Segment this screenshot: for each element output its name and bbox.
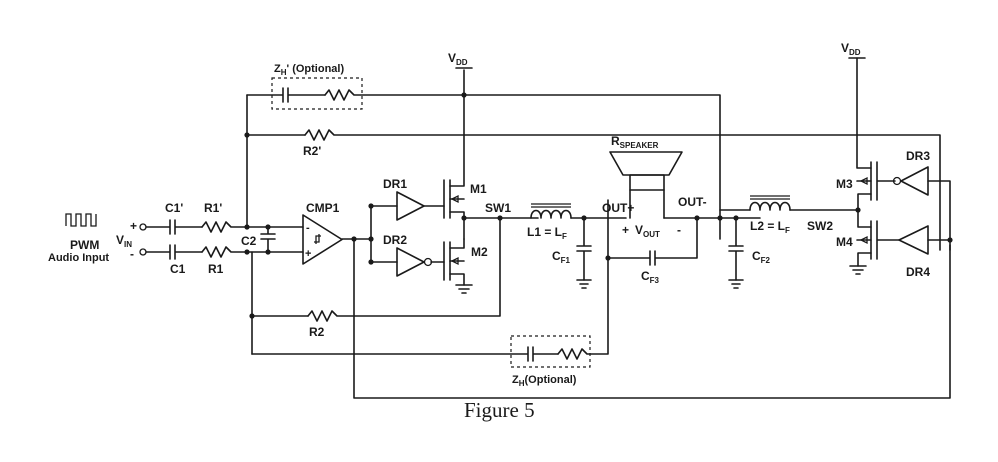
vdd-left-label: VDD — [448, 51, 468, 67]
cf1-label: CF1 — [552, 249, 571, 265]
r1p-label: R1' — [204, 201, 222, 215]
sw1-label: SW1 — [485, 201, 511, 215]
zh-optional-box — [510, 335, 591, 368]
cf3-label: CF3 — [641, 269, 660, 285]
m2-label: M2 — [471, 245, 488, 259]
c2-label: C2 — [241, 234, 257, 248]
resistor-r1p — [201, 221, 248, 233]
input-plus-sign: + — [130, 219, 137, 233]
c1-label: C1 — [170, 262, 186, 276]
dr4-label: DR4 — [906, 265, 930, 279]
inductor-l2 — [749, 201, 791, 211]
r2p-label: R2' — [303, 144, 321, 158]
vin-minus-terminal — [139, 248, 147, 256]
dr2-label: DR2 — [383, 233, 407, 247]
svg-text:-: - — [306, 222, 310, 234]
m4-label: M4 — [836, 235, 853, 249]
mosfet-m1 — [443, 69, 465, 240]
zh-label: ZH(Optional) — [512, 374, 577, 388]
pwm-label: PWM — [70, 238, 99, 252]
l1-label: L1 = LF — [527, 225, 567, 241]
sw2-label: SW2 — [807, 219, 833, 233]
zh-prime-optional-box — [271, 77, 363, 110]
svg-text:+: + — [305, 248, 311, 260]
out-plus-label: OUT+ — [602, 201, 634, 215]
vout-label: VOUT — [635, 223, 660, 239]
mosfet-m3 — [856, 57, 896, 211]
speaker-icon — [609, 151, 683, 219]
vdd-right-label: VDD — [841, 41, 861, 57]
vout-plus-sign: + — [622, 223, 629, 237]
c1p-label: C1' — [165, 201, 183, 215]
audio-input-label: Audio Input — [48, 252, 109, 264]
cf2-label: CF2 — [752, 249, 771, 265]
input-minus-sign: - — [130, 247, 134, 261]
m1-label: M1 — [470, 182, 487, 196]
pwm-waveform-icon — [65, 213, 97, 227]
comparator-cmp1 — [302, 214, 343, 265]
mosfet-m2 — [443, 238, 465, 286]
r1-label: R1 — [208, 262, 224, 276]
zh-prime-label: ZH' (Optional) — [274, 63, 344, 77]
m3-label: M3 — [836, 177, 853, 191]
out-minus-label: OUT- — [678, 195, 707, 209]
mosfet-m4 — [856, 209, 900, 267]
dr1-label: DR1 — [383, 177, 407, 191]
resistor-r1 — [201, 246, 248, 258]
vout-minus-sign: - — [677, 223, 681, 237]
cmp1-label: CMP1 — [306, 201, 340, 215]
driver-dr4 — [898, 225, 929, 255]
resistor-r2 — [307, 217, 501, 322]
driver-dr1 — [396, 191, 425, 221]
driver-dr2 — [396, 247, 425, 277]
r2-label: R2 — [309, 325, 325, 339]
resistor-r2p — [304, 129, 941, 251]
figure-caption: Figure 5 — [464, 398, 535, 422]
l2-label: L2 = LF — [750, 219, 790, 235]
driver-dr3 — [900, 166, 929, 196]
rspeaker-label: RSPEAKER — [611, 134, 659, 150]
vin-plus-terminal — [139, 223, 147, 231]
dr3-label: DR3 — [906, 149, 930, 163]
vin-label: VIN — [116, 233, 132, 249]
inductor-l1 — [530, 209, 572, 219]
